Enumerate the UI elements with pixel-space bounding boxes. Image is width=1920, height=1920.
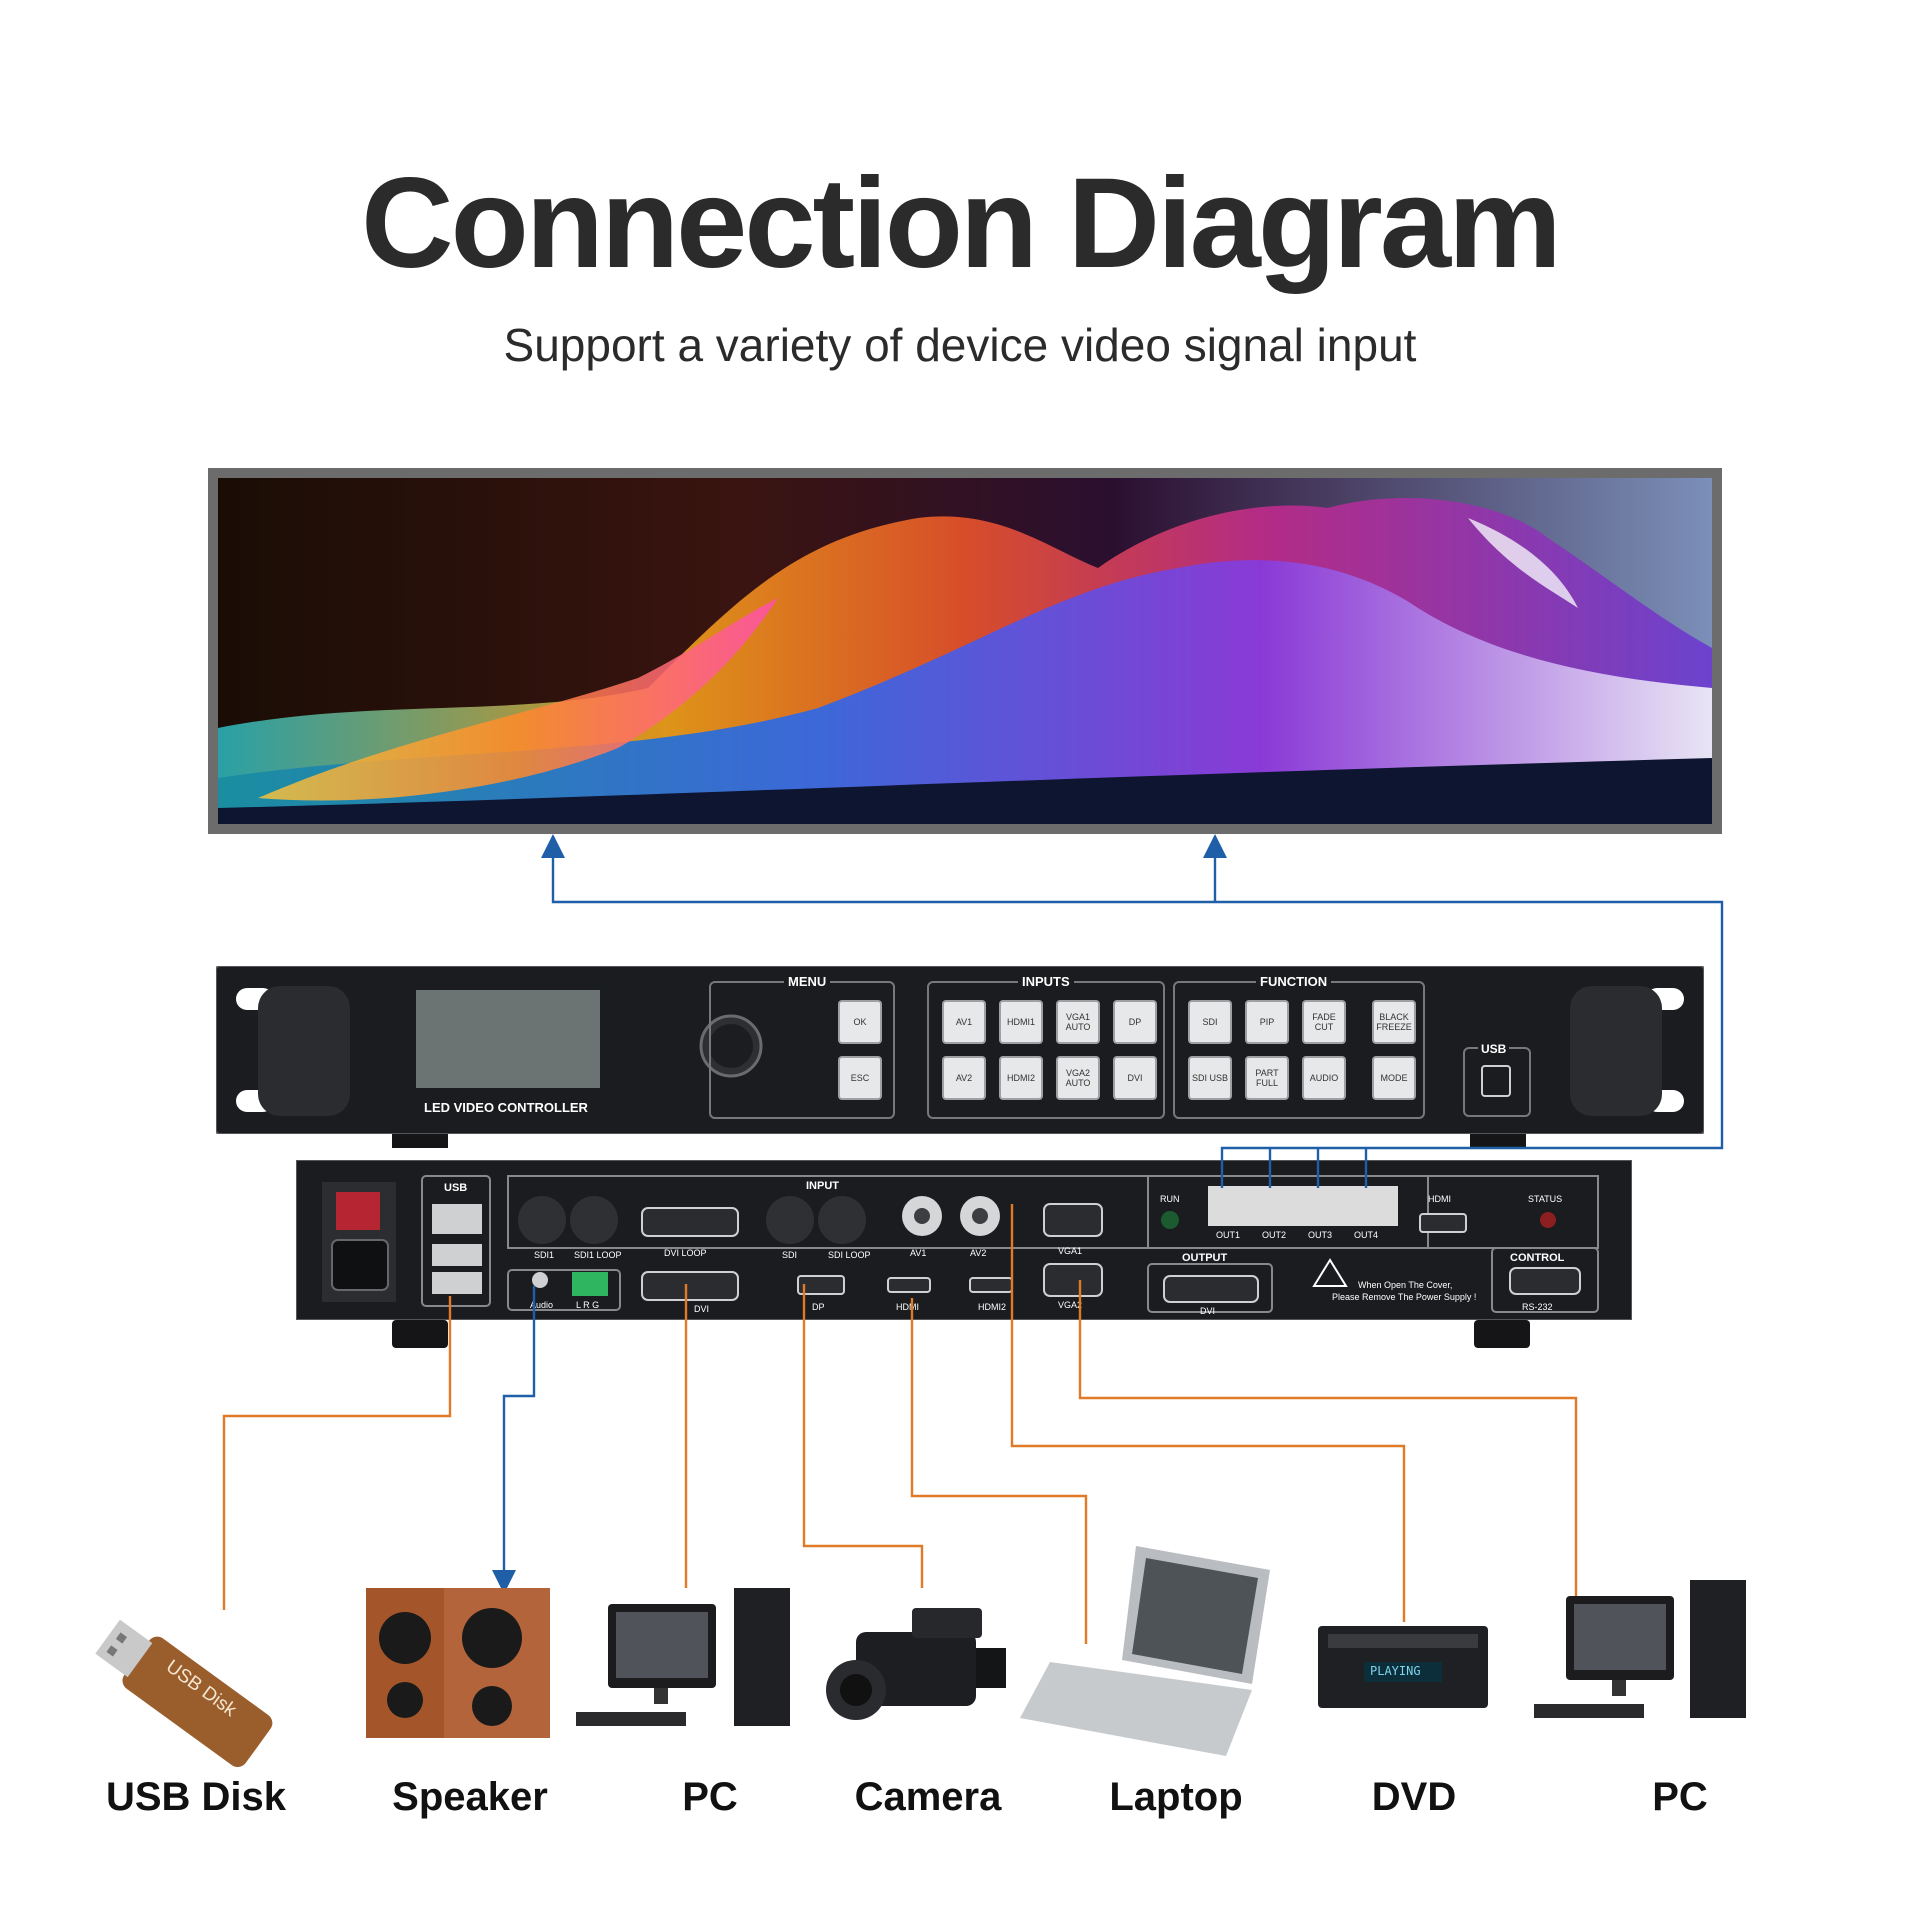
- output-label: OUTPUT: [1182, 1252, 1228, 1264]
- port-label-sdi1: SDI1: [534, 1250, 555, 1260]
- menu-button-1[interactable]: ESC: [838, 1056, 882, 1100]
- mode-button-0[interactable]: BLACK FREEZE: [1372, 1000, 1416, 1044]
- function-button-5[interactable]: AUDIO: [1302, 1056, 1346, 1100]
- model-label: LED VIDEO CONTROLLER: [424, 1100, 588, 1115]
- inputs-label: INPUTS: [1018, 974, 1074, 989]
- camcorder-icon: [826, 1608, 1006, 1720]
- output-line: [541, 834, 1724, 1188]
- device-label-0: USB Disk: [105, 1775, 287, 1819]
- input-button-1[interactable]: HDMI1: [999, 1000, 1043, 1044]
- wave-artwork: [218, 478, 1712, 824]
- menu-label: MENU: [784, 974, 831, 989]
- device-label-6: PC: [1652, 1775, 1708, 1819]
- port-label-sdi1-loop: SDI1 LOOP: [574, 1250, 622, 1260]
- desktop-pc-icon: [1534, 1580, 1746, 1718]
- input-button-3[interactable]: DP: [1113, 1000, 1157, 1044]
- port-label-av1: AV1: [910, 1248, 927, 1258]
- port-label-vga1: VGA1: [1058, 1246, 1083, 1256]
- usb-disk-icon: [95, 1619, 273, 1768]
- port-label-out1: OUT1: [1216, 1230, 1241, 1240]
- function-button-1[interactable]: PIP: [1245, 1000, 1289, 1044]
- port-label-run: RUN: [1160, 1194, 1180, 1204]
- port-label-hdmi1: HDMI: [896, 1302, 919, 1312]
- port-label-lrg: L R G: [576, 1300, 600, 1310]
- port-label-dvi-in: DVI: [694, 1304, 710, 1314]
- mode-button-1[interactable]: MODE: [1372, 1056, 1416, 1100]
- audio-line: [492, 1286, 536, 1594]
- device-label-5: DVD: [1371, 1775, 1457, 1819]
- device-label-3: Camera: [854, 1775, 1002, 1819]
- front-usb-label: USB: [1478, 1042, 1510, 1056]
- port-label-status: STATUS: [1528, 1194, 1563, 1204]
- input-button-4[interactable]: AV2: [942, 1056, 986, 1100]
- page-subtitle: Support a variety of device video signal…: [503, 319, 1417, 371]
- menu-button-0[interactable]: OK: [838, 1000, 882, 1044]
- rear-usb-label: USB: [444, 1182, 468, 1194]
- device-label-2: PC: [682, 1775, 738, 1819]
- rear-panel: USB INPUT OUTPUT CONTROL When Open The C…: [296, 1160, 1632, 1320]
- dvd-display-text: PLAYING: [1370, 1664, 1421, 1678]
- input-button-6[interactable]: VGA2 AUTO: [1056, 1056, 1100, 1100]
- port-label-hdmi-out: HDMI: [1428, 1194, 1451, 1204]
- function-button-4[interactable]: PART FULL: [1245, 1056, 1289, 1100]
- input-button-5[interactable]: HDMI2: [999, 1056, 1043, 1100]
- device-label-4: Laptop: [1109, 1775, 1243, 1819]
- input-label: INPUT: [806, 1180, 839, 1192]
- port-label-audio: Audio: [530, 1300, 554, 1310]
- port-label-sdi-loop: SDI LOOP: [828, 1250, 871, 1260]
- input-button-2[interactable]: VGA1 AUTO: [1056, 1000, 1100, 1044]
- led-screen: [208, 468, 1722, 834]
- port-label-av2: AV2: [970, 1248, 987, 1258]
- port-label-sdi: SDI: [782, 1250, 798, 1260]
- function-label: FUNCTION: [1256, 974, 1332, 989]
- laptop-icon: [1020, 1546, 1270, 1756]
- port-label-out4: OUT4: [1354, 1230, 1379, 1240]
- desktop-pc-icon: [576, 1588, 790, 1726]
- function-button-0[interactable]: SDI: [1188, 1000, 1232, 1044]
- port-label-out3: OUT3: [1308, 1230, 1333, 1240]
- function-button-3[interactable]: SDI USB: [1188, 1056, 1232, 1100]
- port-label-vga2: VGA2: [1058, 1300, 1083, 1310]
- rear-panel-chassis: [296, 1160, 1632, 1320]
- warning-line2: Please Remove The Power Supply !: [1332, 1292, 1477, 1302]
- function-button-2[interactable]: FADE CUT: [1302, 1000, 1346, 1044]
- warning-line1: When Open The Cover,: [1358, 1280, 1453, 1290]
- front-panel: MENU INPUTS FUNCTION USB LED VIDEO CONTR…: [216, 966, 1704, 1134]
- port-label-dvi-out: DVI: [1200, 1306, 1216, 1316]
- port-label-dp: DP: [812, 1302, 825, 1312]
- input-lines: [222, 1204, 1578, 1644]
- port-label-rs232: RS-232: [1522, 1302, 1553, 1312]
- input-button-7[interactable]: DVI: [1113, 1056, 1157, 1100]
- input-button-0[interactable]: AV1: [942, 1000, 986, 1044]
- device-label-1: Speaker: [392, 1775, 548, 1819]
- port-label-hdmi2: HDMI2: [978, 1302, 1007, 1312]
- page-title: Connection Diagram: [361, 152, 1562, 295]
- dvd-player-icon: [1318, 1626, 1488, 1708]
- control-label: CONTROL: [1510, 1252, 1565, 1264]
- speaker-icon: [366, 1588, 550, 1738]
- port-label-dvi-loop: DVI LOOP: [664, 1248, 707, 1258]
- port-label-out2: OUT2: [1262, 1230, 1287, 1240]
